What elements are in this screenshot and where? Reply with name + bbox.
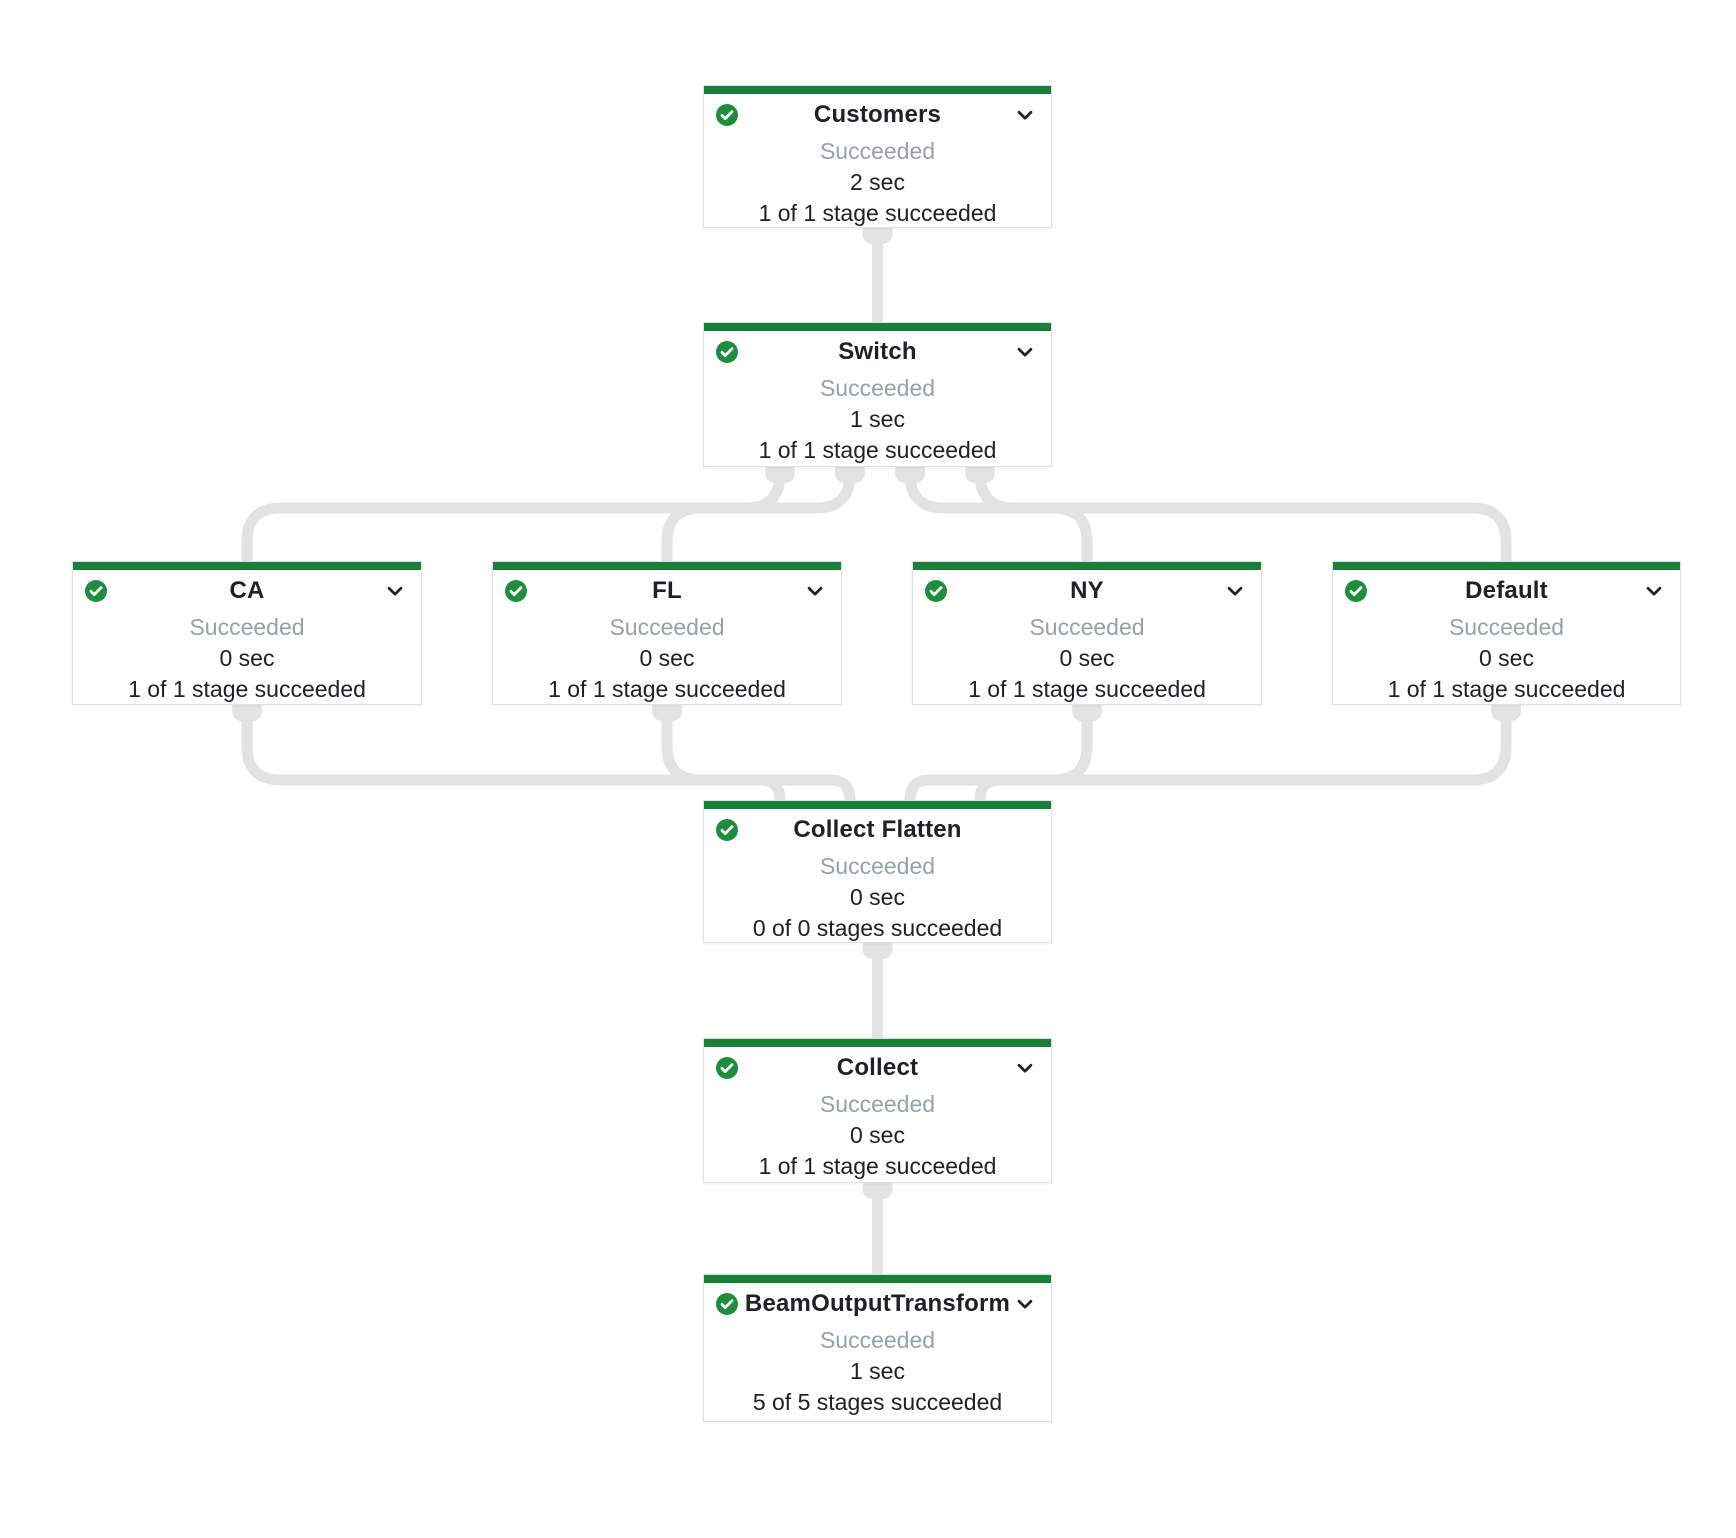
node-title-row: CA — [73, 570, 421, 612]
edge-default-collect-flatten — [974, 705, 1512, 801]
edge-ca-collect-flatten — [241, 705, 786, 801]
node-status-bar — [913, 562, 1261, 570]
check-circle-icon — [715, 1056, 739, 1080]
node-duration-text: 0 sec — [219, 645, 275, 671]
chevron-down-icon[interactable] — [1014, 104, 1036, 126]
node-duration-text: 0 sec — [1059, 645, 1115, 671]
node-status-bar — [704, 801, 1051, 809]
node-status-bar — [704, 86, 1051, 94]
node-title: CA — [229, 577, 265, 604]
edge-switch-fl — [661, 467, 856, 561]
node-title-row: Customers — [704, 94, 1051, 136]
node-status-text: Succeeded — [819, 138, 936, 164]
node-stages-text: 0 of 0 stages succeeded — [752, 915, 1003, 941]
node-duration-text: 1 sec — [850, 406, 905, 432]
chevron-down-icon[interactable] — [384, 580, 406, 602]
node-title: Collect Flatten — [793, 816, 962, 843]
edge-switch-default — [974, 467, 1512, 561]
node-status-bar — [704, 1039, 1051, 1047]
node-title-row: FL — [493, 570, 841, 612]
node-status-bar — [1333, 562, 1680, 570]
node-title-row: Collect — [704, 1047, 1051, 1089]
edge-fl-collect-flatten — [661, 705, 856, 801]
chevron-down-icon[interactable] — [804, 580, 826, 602]
chevron-down-icon[interactable] — [1014, 1057, 1036, 1079]
edge-ny-collect-flatten — [904, 705, 1093, 801]
node-title: Collect — [836, 1054, 919, 1081]
node-title-row: BeamOutputTransform — [704, 1283, 1051, 1325]
node-title: NY — [1070, 577, 1104, 604]
node-status-bar — [704, 323, 1051, 331]
node-stages-text: 1 of 1 stage succeeded — [128, 676, 366, 702]
node-status-text: Succeeded — [1448, 614, 1565, 640]
edge-switch-ny — [904, 467, 1093, 561]
node-title: Customers — [813, 101, 942, 128]
check-circle-icon — [1344, 579, 1368, 603]
node-ca[interactable]: CA Succeeded 0 sec 1 of 1 stage succeeded — [72, 561, 422, 705]
chevron-down-icon[interactable] — [1224, 580, 1246, 602]
node-status-text: Succeeded — [819, 1091, 936, 1117]
node-stages-text: 1 of 1 stage succeeded — [1387, 676, 1626, 702]
node-title: Default — [1465, 577, 1548, 604]
node-status-text: Succeeded — [819, 375, 936, 401]
chevron-down-icon[interactable] — [1643, 580, 1665, 602]
node-title-row: NY — [913, 570, 1261, 612]
node-title: FL — [652, 577, 682, 604]
chevron-down-icon[interactable] — [1014, 341, 1036, 363]
node-duration-text: 1 sec — [850, 1358, 905, 1384]
node-status-bar — [73, 562, 421, 570]
node-stages-text: 5 of 5 stages succeeded — [752, 1389, 1003, 1415]
node-title-row: Default — [1333, 570, 1680, 612]
check-circle-icon — [715, 340, 739, 364]
check-circle-icon — [84, 579, 108, 603]
node-status-bar — [704, 1275, 1051, 1283]
node-status-text: Succeeded — [1029, 614, 1145, 640]
check-circle-icon — [715, 103, 739, 127]
node-stages-text: 1 of 1 stage succeeded — [758, 1153, 997, 1179]
node-duration-text: 2 sec — [850, 169, 905, 195]
chevron-down-icon[interactable] — [1014, 1293, 1036, 1315]
node-duration-text: 0 sec — [850, 884, 905, 910]
node-stages-text: 1 of 1 stage succeeded — [758, 437, 997, 463]
node-duration-text: 0 sec — [850, 1122, 905, 1148]
check-circle-icon — [924, 579, 948, 603]
node-status-text: Succeeded — [189, 614, 305, 640]
node-duration-text: 0 sec — [1479, 645, 1534, 671]
check-circle-icon — [715, 1292, 739, 1316]
node-stages-text: 1 of 1 stage succeeded — [548, 676, 786, 702]
node-title-row: Collect Flatten — [704, 809, 1051, 851]
node-status-text: Succeeded — [819, 853, 936, 879]
node-fl[interactable]: FL Succeeded 0 sec 1 of 1 stage succeeded — [492, 561, 842, 705]
node-stages-text: 1 of 1 stage succeeded — [968, 676, 1206, 702]
node-title: BeamOutputTransform — [744, 1290, 1011, 1317]
node-stages-text: 1 of 1 stage succeeded — [758, 200, 997, 226]
check-circle-icon — [504, 579, 528, 603]
check-circle-icon — [715, 818, 739, 842]
node-ny[interactable]: NY Succeeded 0 sec 1 of 1 stage succeeded — [912, 561, 1262, 705]
node-title-row: Switch — [704, 331, 1051, 373]
node-status-text: Succeeded — [609, 614, 725, 640]
node-duration-text: 0 sec — [639, 645, 695, 671]
node-status-text: Succeeded — [819, 1327, 936, 1353]
edge-switch-ca — [241, 467, 786, 561]
node-title: Switch — [838, 338, 917, 365]
node-status-bar — [493, 562, 841, 570]
